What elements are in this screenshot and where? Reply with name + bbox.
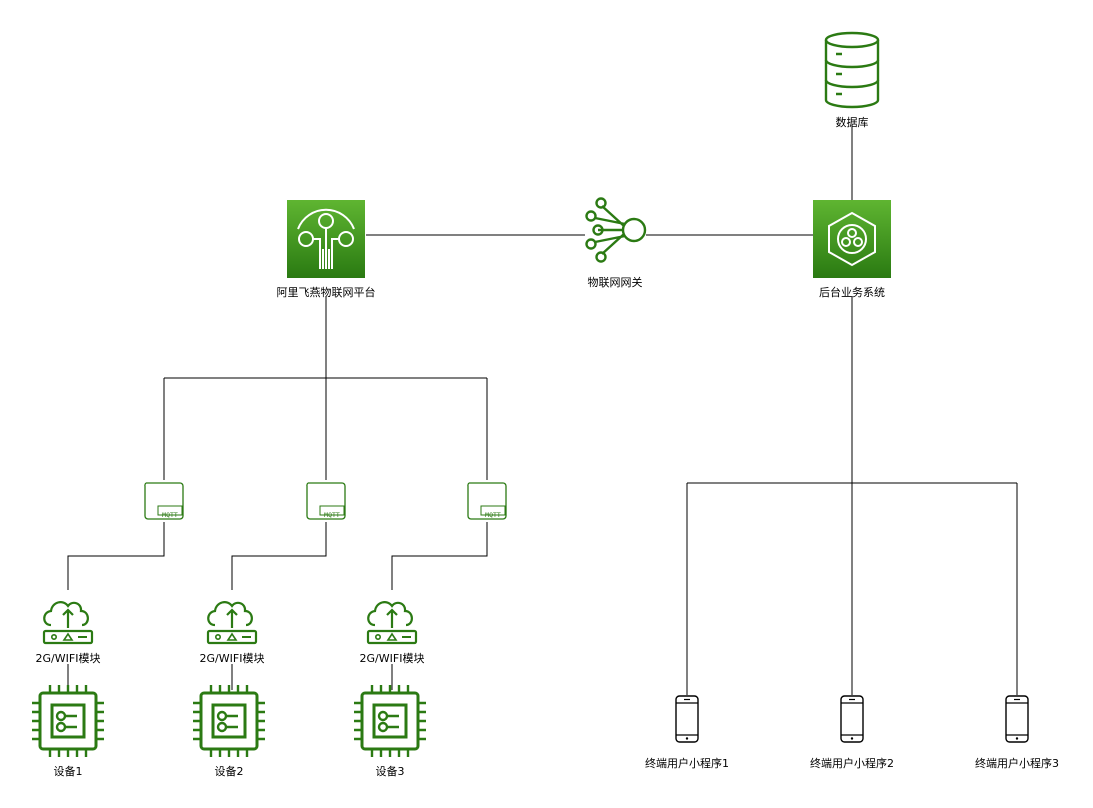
module-node-3: 2G/WIFI模块: [360, 601, 425, 665]
mqtt-node-1: MQTT: [144, 482, 184, 520]
backend-label: 后台业务系统: [819, 285, 885, 299]
device-node-3: 设备3: [352, 683, 428, 778]
client-node-2: 终端用户小程序2: [810, 695, 894, 770]
link-mqtt3-module3: [391, 522, 488, 590]
mobile-phone-icon: [1005, 695, 1029, 743]
device-label: 设备2: [215, 764, 244, 778]
cloud-upload-module-icon: [42, 601, 94, 645]
module-label: 2G/WIFI模块: [36, 652, 101, 665]
mqtt-label: MQTT: [324, 511, 340, 519]
client-label: 终端用户小程序3: [975, 756, 1059, 770]
iot-platform-node: 阿里飞燕物联网平台: [277, 200, 376, 299]
link-mqtt2-module2: [231, 522, 327, 590]
chip-icon: [352, 683, 428, 759]
mqtt-label: MQTT: [485, 511, 501, 519]
mobile-phone-icon: [840, 695, 864, 743]
gateway-hub-icon: [585, 197, 647, 263]
database-icon: [824, 31, 880, 109]
mqtt-node-2: MQTT: [306, 482, 346, 520]
module-node-1: 2G/WIFI模块: [36, 601, 101, 665]
mqtt-node-3: MQTT: [467, 482, 507, 520]
device-label: 设备1: [54, 764, 83, 778]
device-node-2: 设备2: [191, 683, 267, 778]
module-label: 2G/WIFI模块: [360, 652, 425, 665]
database-label: 数据库: [836, 115, 869, 129]
device-node-1: 设备1: [30, 683, 106, 778]
gateway-node: 物联网网关: [585, 197, 647, 289]
backend-node: 后台业务系统: [813, 200, 891, 299]
mqtt-label: MQTT: [162, 511, 178, 519]
connectors: [67, 125, 1018, 695]
chip-icon: [30, 683, 106, 759]
link-mqtt1-module1: [67, 522, 165, 590]
backend-service-icon: [813, 200, 891, 278]
client-node-3: 终端用户小程序3: [975, 695, 1059, 770]
device-label: 设备3: [376, 764, 405, 778]
cloud-upload-module-icon: [366, 601, 418, 645]
gateway-label: 物联网网关: [588, 275, 643, 289]
client-label: 终端用户小程序1: [645, 756, 729, 770]
mobile-phone-icon: [675, 695, 699, 743]
iot-platform-label: 阿里飞燕物联网平台: [277, 285, 376, 299]
module-node-2: 2G/WIFI模块: [200, 601, 265, 665]
client-label: 终端用户小程序2: [810, 756, 894, 770]
client-node-1: 终端用户小程序1: [645, 695, 729, 770]
chip-icon: [191, 683, 267, 759]
cloud-upload-module-icon: [206, 601, 258, 645]
database-node: 数据库: [824, 31, 880, 129]
module-label: 2G/WIFI模块: [200, 652, 265, 665]
